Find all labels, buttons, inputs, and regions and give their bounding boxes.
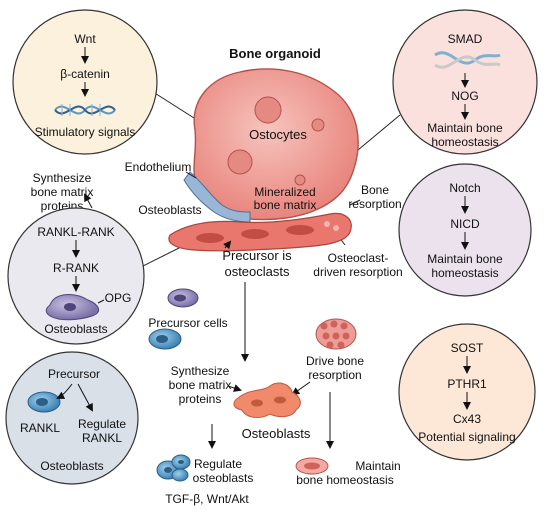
endothelium-pointer — [185, 171, 197, 179]
smad-maintain-line2: homeostasis — [431, 135, 498, 149]
osteoblast-nucleus-3 — [286, 225, 314, 235]
synth-left-arrow — [84, 193, 93, 209]
regulate-rankl-line1: Regulate — [78, 417, 126, 431]
osteocyte-lacuna-3 — [311, 118, 325, 132]
rank-panel: RANKL-RANK R-RANK OPG Osteoblasts — [7, 207, 145, 345]
smad-maintain-line1: Maintain bone — [427, 121, 503, 135]
precursor-is-arrow — [223, 240, 232, 250]
osteoblast-nucleus-2 — [241, 229, 269, 239]
homeostasis-cell-nucleus — [304, 462, 320, 470]
precursor-osteoblasts-label: Osteoblasts — [40, 459, 103, 473]
precursor-panel-circle — [5, 351, 139, 485]
osteocyte-lacuna-1 — [254, 96, 282, 124]
rank-osteoblasts-label: Osteoblasts — [44, 322, 107, 336]
sost-label: SOST — [451, 341, 484, 355]
dna-ribbon-icon — [434, 51, 501, 69]
osteoclast-line2: driven resorption — [313, 265, 402, 279]
osteoclast-cluster-icon — [315, 318, 357, 350]
opg-label: OPG — [105, 291, 132, 305]
notch-panel: Notch NICD Maintain bone homeostasis — [398, 163, 532, 297]
resorption-pit-2 — [333, 225, 339, 231]
diagram-title: Bone organoid — [229, 46, 321, 61]
notch-maintain-line2: homeostasis — [431, 266, 498, 280]
smad-label: SMAD — [448, 32, 483, 46]
resorption-connector — [349, 199, 361, 206]
precursor-arrow-left — [56, 383, 73, 399]
regulate-cells-icon — [156, 454, 191, 482]
opg-pointer — [97, 299, 105, 304]
drive-bone-line2: resorption — [308, 368, 361, 382]
nicd-label: NICD — [450, 217, 480, 231]
lower-flow: Precursor cells Drive bone resorption Sy… — [148, 282, 401, 506]
precursor-is-line1: Precursor is — [222, 248, 292, 263]
precursor-arrow-right — [77, 383, 93, 412]
synth-lower-line2: bone matrix — [169, 378, 232, 392]
regulate-osteoblasts-line1: Regulate — [194, 457, 242, 471]
rankl-label: RANKL — [20, 421, 60, 435]
tgf-label: TGF-β, Wnt/Akt — [165, 492, 249, 506]
synth-left-line1: Synthesize — [33, 171, 92, 185]
osteoblasts-organoid-label: Osteoblasts — [138, 203, 201, 217]
synth-left-line2: bone matrix — [31, 185, 94, 199]
precursor-cell-purple-nucleus — [174, 294, 186, 302]
r-rank-label: R-RANK — [53, 261, 99, 275]
smad-panel: SMAD NOG Maintain bone homeostasis — [392, 9, 538, 155]
osteoclast-line1: Osteoclast- — [328, 251, 389, 265]
drive-bone-arrow — [291, 381, 311, 396]
precursor-nucleus-icon — [36, 398, 48, 406]
wnt-label: Wnt — [74, 32, 96, 46]
notch-panel-circle — [398, 163, 532, 297]
rankl-rank-label: RANKL-RANK — [37, 225, 114, 239]
mineralized-line1: Mineralized — [254, 185, 315, 199]
nog-label: NOG — [451, 89, 478, 103]
osteocyte-lacuna-2 — [227, 149, 253, 175]
synth-lower-line1: Synthesize — [171, 364, 230, 378]
beta-catenin-label: β-catenin — [60, 67, 110, 81]
bone-resorption-line1: Bone — [361, 183, 389, 197]
precursor-cells-label: Precursor cells — [148, 316, 227, 330]
osteocyte-lacuna-4 — [294, 174, 306, 186]
cx43-label: Cx43 — [453, 412, 481, 426]
notch-label: Notch — [449, 181, 480, 195]
precursor-cell-blue-nucleus — [156, 335, 168, 343]
synth-lower-arrow — [227, 384, 242, 392]
stimulatory-signals-label: Stimulatory signals — [35, 125, 136, 139]
osteoblast-cluster-icon — [233, 382, 301, 418]
notch-maintain-line1: Maintain bone — [427, 252, 503, 266]
ostocytes-label: Ostocytes — [249, 127, 307, 142]
wnt-panel: Wnt β-catenin Stimulatory signals — [12, 9, 158, 155]
dna-helix-icon — [54, 104, 116, 116]
bone-resorption-line2: resorption — [348, 197, 401, 211]
synth-lower-line3: proteins — [179, 392, 222, 406]
bone-organoid: Bone organoid Ostocytes Mineralized bone… — [125, 46, 403, 279]
precursor-is-line2: osteoclasts — [224, 264, 290, 279]
resorption-pit-1 — [324, 221, 330, 227]
mineralized-line2: bone matrix — [254, 198, 317, 212]
osteoblast-nucleus-icon — [64, 303, 76, 311]
regulate-osteoblasts-line2: osteoblasts — [193, 471, 254, 485]
potential-signaling-label: Potential signaling — [418, 430, 515, 444]
maintain-line2: bone homeostasis — [296, 473, 393, 487]
precursor-panel: Precursor RANKL Regulate RANKL Osteoblas… — [5, 351, 139, 485]
precursor-label: Precursor — [48, 367, 100, 381]
synthesize-left: Synthesize bone matrix proteins — [31, 171, 94, 213]
osteoblast-nucleus-1 — [196, 233, 224, 243]
endothelium-label: Endothelium — [125, 160, 192, 174]
sost-panel: SOST PTHR1 Cx43 Potential signaling — [398, 323, 536, 461]
drive-bone-line1: Drive bone — [306, 354, 364, 368]
osteoblasts-lower-label: Osteoblasts — [242, 426, 311, 441]
regulate-rankl-line2: RANKL — [82, 431, 122, 445]
maintain-line1: Maintain — [355, 459, 400, 473]
pthr1-label: PTHR1 — [447, 377, 487, 391]
